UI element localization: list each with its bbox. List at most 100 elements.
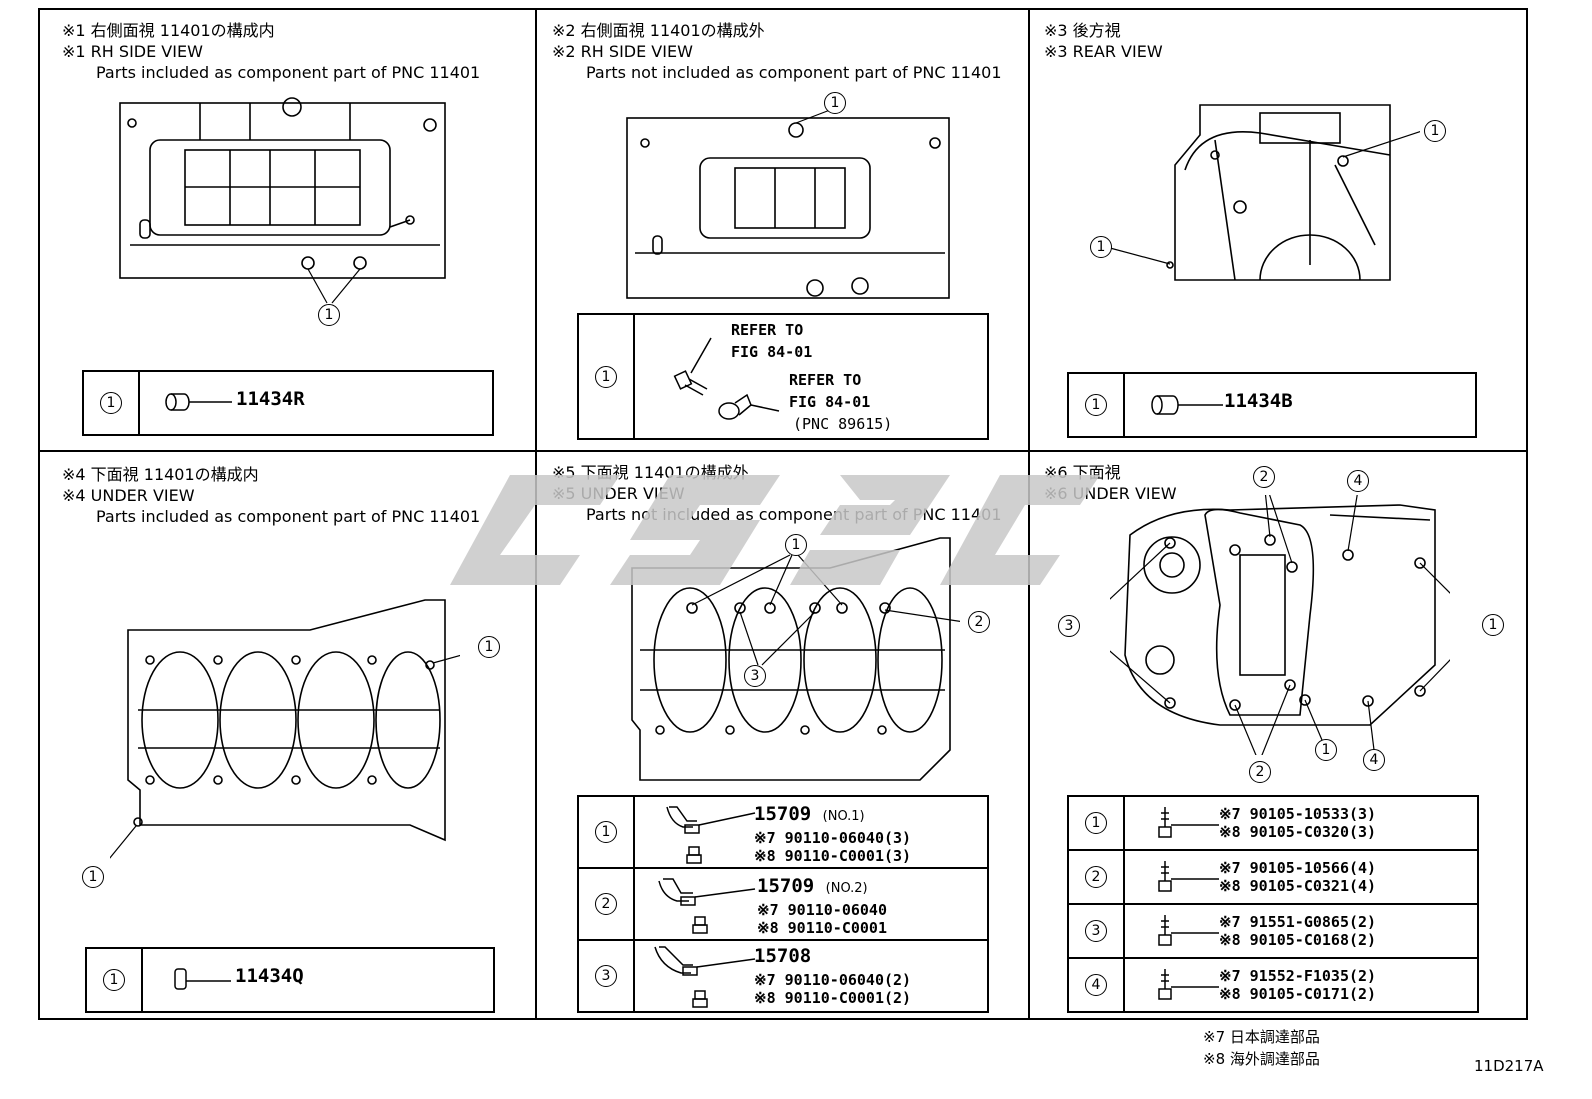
- bolt-number-domestic: ※7 90110-06040(3): [754, 829, 912, 847]
- table-row: 1 11434B: [1069, 374, 1475, 436]
- panel-3-callout-1b: 1: [1090, 236, 1112, 258]
- panel-1-subtitle: Parts included as component part of PNC …: [96, 63, 481, 82]
- panel-4-parts-table: 1 11434Q: [85, 947, 495, 1013]
- table-row: 3 15708 ※7 90110-06040(2) ※8 90110-C0001…: [579, 941, 987, 1011]
- panel-2-title-jp: ※2 右側面視 11401の構成外: [552, 21, 765, 40]
- bolt-number-domestic: ※7 90105-10533(3): [1219, 805, 1377, 823]
- bolt-icon: [1158, 969, 1219, 1000]
- panel-4-subtitle: Parts included as component part of PNC …: [96, 507, 481, 526]
- row-number-cell: 1: [1069, 797, 1125, 849]
- panel-3-title-en: ※3 REAR VIEW: [1044, 42, 1163, 61]
- part-number: 11434R: [236, 388, 305, 410]
- part-number: 15708: [754, 945, 812, 967]
- panel-1-parts-table: 1 11434R: [82, 370, 494, 436]
- bolt-number-overseas: ※8 90110-C0001(2): [754, 989, 912, 1007]
- panel-3-engine-block-rear: [1166, 104, 1420, 281]
- row-number: 1: [1085, 812, 1107, 834]
- dowel-pin-icon: [174, 968, 231, 990]
- panel-2-parts-table: 1 REFER TO FIG 84-01 REFER TO FIG 84-01 …: [577, 313, 989, 440]
- oil-jet-icon: [658, 878, 756, 934]
- footnote-overseas: ※8 海外調達部品: [1203, 1050, 1320, 1068]
- panel-3-header: ※3 後方視 ※3 REAR VIEW: [1044, 20, 1163, 62]
- panel-6-callout-1a: 1: [1482, 614, 1504, 636]
- table-row: 1 REFER TO FIG 84-01 REFER TO FIG 84-01 …: [579, 315, 987, 438]
- panel-1-title-en: ※1 RH SIDE VIEW: [62, 42, 203, 61]
- row-number-cell: 1: [579, 315, 635, 438]
- panel-3-leader-1: [1109, 247, 1171, 265]
- bolt-number-overseas: ※8 90105-C0168(2): [1219, 931, 1377, 949]
- diagram-frame: [38, 8, 1528, 1020]
- table-row: 1 11434Q: [87, 949, 493, 1011]
- panel-4-title-en: ※4 UNDER VIEW: [62, 486, 195, 505]
- row-number-cell: 1: [87, 949, 143, 1011]
- refer-to-label-1: REFER TO: [731, 321, 804, 339]
- grid-divider-row: [38, 450, 1528, 452]
- panel-5-engine-block-under: [631, 537, 960, 781]
- panel-4-engine-block-under: [110, 599, 460, 859]
- panel-6-callout-4a: 4: [1347, 470, 1369, 492]
- panel-1-header: ※1 右側面視 11401の構成内 ※1 RH SIDE VIEW Parts …: [62, 20, 480, 83]
- part-number-value: 15709: [754, 803, 812, 825]
- table-row: 1 ※7 90105-10533(3) ※8 90105-C0320(3): [1069, 797, 1477, 851]
- panel-6-callout-1b: 1: [1315, 739, 1337, 761]
- row-number: 4: [1085, 974, 1107, 996]
- bolt-number-overseas: ※8 90105-C0320(3): [1219, 823, 1377, 841]
- panel-3-callout-1a: 1: [1424, 120, 1446, 142]
- bolt-number-domestic: ※7 90105-10566(4): [1219, 859, 1377, 877]
- panel-5-header: ※5 下面視 11401の構成外 ※5 UNDER VIEW Parts not…: [552, 462, 1002, 525]
- panel-5-parts-table: 1 15709 (NO.1) ※7 90110-06040(3) ※8 9011…: [577, 795, 989, 1013]
- panel-3-parts-table: 1 11434B: [1067, 372, 1477, 438]
- panel-5-title-en: ※5 UNDER VIEW: [552, 484, 685, 503]
- panel-1-title-jp: ※1 右側面視 11401の構成内: [62, 21, 275, 40]
- figure-reference-1: FIG 84-01: [731, 343, 813, 361]
- panel-4-callout-1a: 1: [478, 636, 500, 658]
- panel-5-subtitle: Parts not included as component part of …: [586, 505, 1002, 524]
- bolt-number-domestic: ※7 91552-F1035(2): [1219, 967, 1377, 985]
- dowel-pin-icon: [1151, 395, 1223, 415]
- row-number-cell: 2: [579, 869, 635, 939]
- panel-6-callout-2b: 2: [1249, 761, 1271, 783]
- panel-6-parts-table: 1 ※7 90105-10533(3) ※8 90105-C0320(3) 2 …: [1067, 795, 1479, 1013]
- panel-2-header: ※2 右側面視 11401の構成外 ※2 RH SIDE VIEW Parts …: [552, 20, 1002, 83]
- row-number-cell: 1: [1069, 374, 1125, 436]
- bolt-number-domestic: ※7 90110-06040(2): [754, 971, 912, 989]
- panel-4-callout-1b: 1: [82, 866, 104, 888]
- bolt-icon: [1158, 807, 1219, 838]
- panel-4-title-jp: ※4 下面視 11401の構成内: [62, 465, 259, 484]
- row-number: 2: [595, 893, 617, 915]
- figure-code: 11D217A: [1474, 1057, 1544, 1075]
- part-number: 11434Q: [235, 965, 304, 987]
- table-row: 4 ※7 91552-F1035(2) ※8 90105-C0171(2): [1069, 959, 1477, 1011]
- oil-jet-icon: [654, 946, 756, 1008]
- grid-divider-2: [1028, 8, 1030, 1020]
- footnote-domestic: ※7 日本調達部品: [1203, 1028, 1320, 1046]
- part-variant: (NO.1): [822, 809, 865, 824]
- row-number-cell: 3: [579, 941, 635, 1011]
- bolt-and-bracket-icon: [673, 337, 780, 420]
- row-number: 3: [595, 965, 617, 987]
- row-number-cell: 4: [1069, 959, 1125, 1011]
- panel-6-callout-4b: 4: [1363, 749, 1385, 771]
- row-number: 1: [595, 365, 617, 388]
- row-number: 2: [1085, 866, 1107, 888]
- panel-2-title-en: ※2 RH SIDE VIEW: [552, 42, 693, 61]
- panel-2-engine-block-rh-side: [626, 109, 950, 299]
- panel-4-header: ※4 下面視 11401の構成内 ※4 UNDER VIEW Parts inc…: [62, 464, 480, 527]
- row-number: 1: [595, 821, 617, 843]
- row-number-cell: 1: [579, 797, 635, 867]
- part-number-value: 15709: [757, 875, 815, 897]
- row-number-cell: 2: [1069, 851, 1125, 903]
- part-number: 15709 (NO.1): [754, 803, 865, 825]
- row-number: 1: [103, 969, 125, 991]
- panel-6-callout-2a: 2: [1253, 466, 1275, 488]
- table-row: 1 11434R: [84, 372, 492, 434]
- panel-6-title-jp: ※6 下面視: [1044, 463, 1121, 482]
- panel-1-engine-block-rh-side: [119, 97, 446, 304]
- panel-6-engine-block-under-angled: [1110, 495, 1450, 755]
- panel-5-callout-2: 2: [968, 611, 990, 633]
- panel-6-callout-3: 3: [1058, 615, 1080, 637]
- bolt-number-domestic: ※7 90110-06040: [757, 901, 887, 919]
- row-number: 3: [1085, 920, 1107, 942]
- bolt-number-overseas: ※8 90110-C0001(3): [754, 847, 912, 865]
- table-row: 1 15709 (NO.1) ※7 90110-06040(3) ※8 9011…: [579, 797, 987, 869]
